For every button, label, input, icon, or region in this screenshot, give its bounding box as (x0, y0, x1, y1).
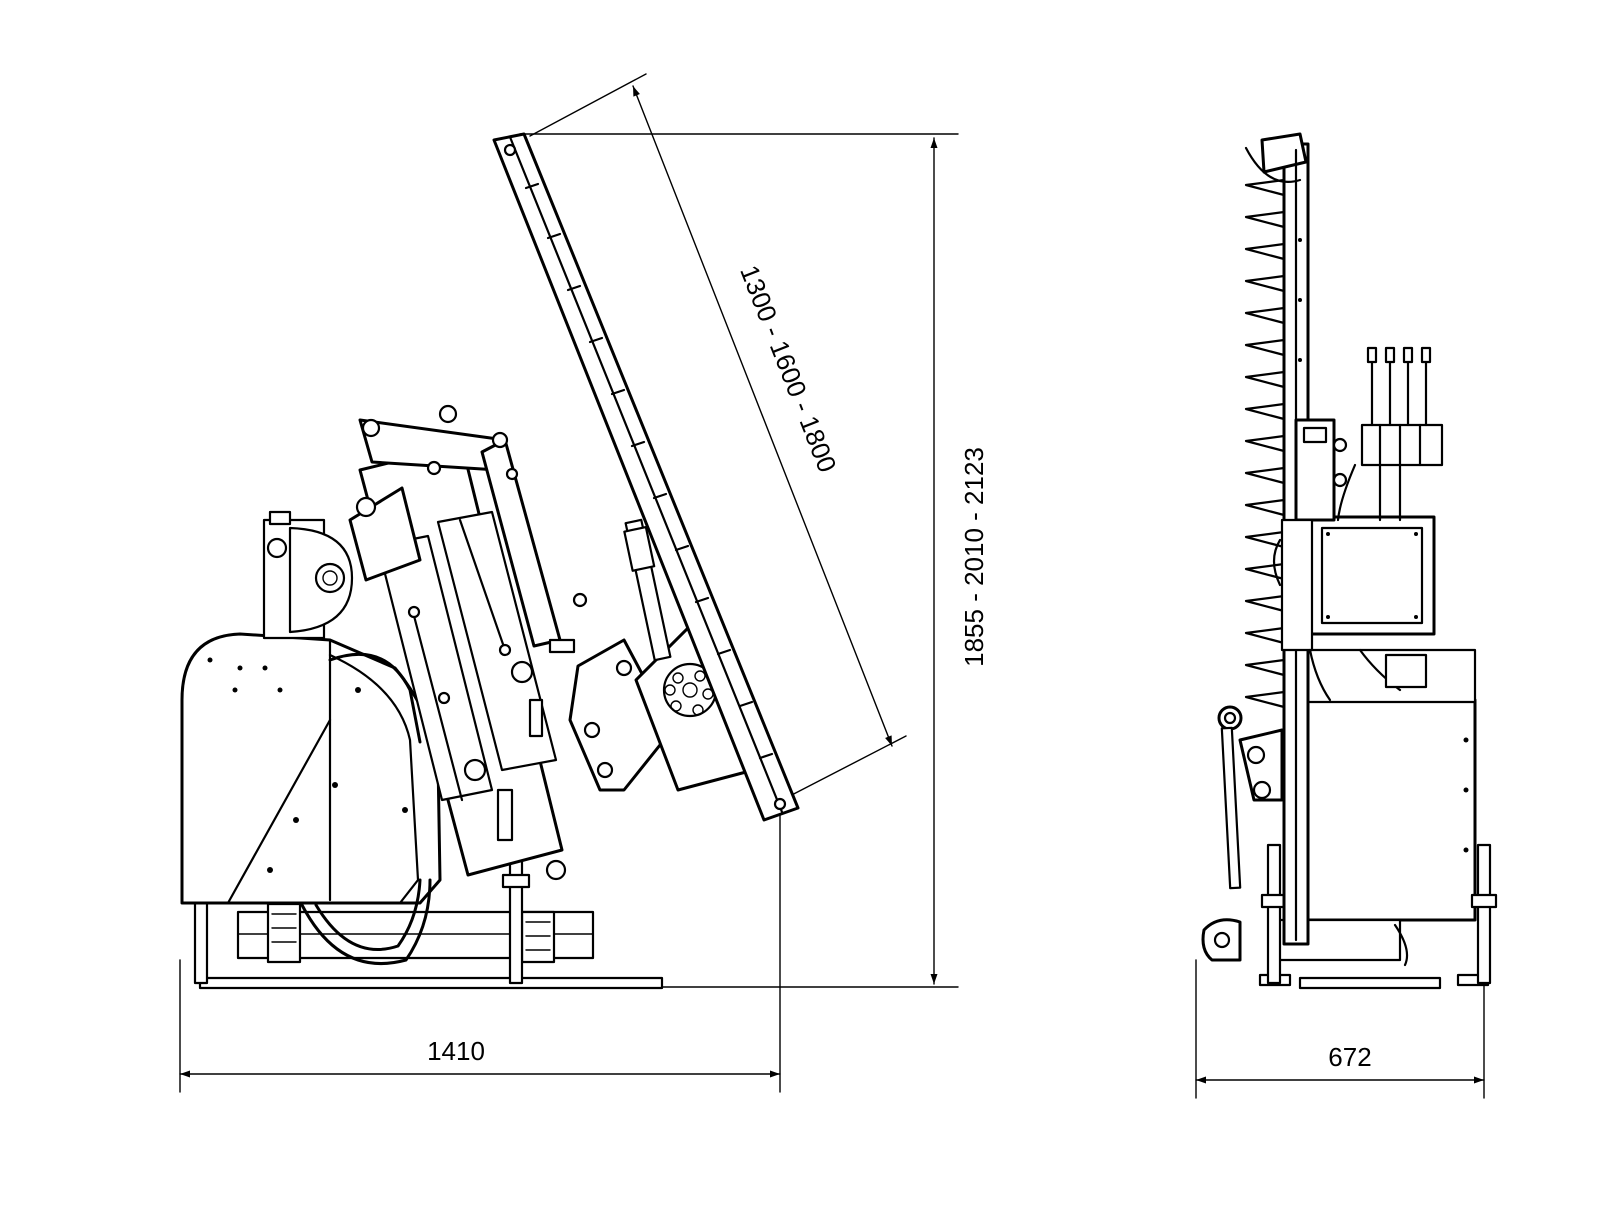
side-arm-assembly (348, 404, 588, 881)
front-blade-teeth (1244, 178, 1286, 709)
front-lower-box (1268, 648, 1477, 962)
dimension-label-bar: 1300 - 1600 - 1800 (734, 261, 842, 476)
side-cutter-head (568, 518, 748, 792)
side-hoses (300, 652, 432, 965)
side-cutter-bar (492, 132, 800, 822)
side-view (180, 132, 800, 990)
front-hoses (1308, 648, 1428, 967)
front-control-box (1308, 515, 1436, 636)
cutter-bar-teeth (524, 182, 774, 760)
front-left-linkage (1201, 705, 1284, 962)
front-valve-block (1336, 346, 1444, 522)
side-base-frame (236, 902, 595, 964)
dimension-label-672: 672 (1328, 1042, 1371, 1072)
front-view (1201, 132, 1498, 990)
side-motor-unit (262, 510, 354, 640)
front-stand-legs (1260, 843, 1498, 985)
front-pivot-block (1272, 418, 1348, 652)
dimension-label-1410: 1410 (427, 1036, 485, 1066)
dimension-label-height: 1855 - 2010 - 2123 (959, 447, 989, 667)
dimension-width-side: 1410 (179, 804, 781, 1093)
dimension-width-front: 672 (1195, 899, 1485, 1099)
